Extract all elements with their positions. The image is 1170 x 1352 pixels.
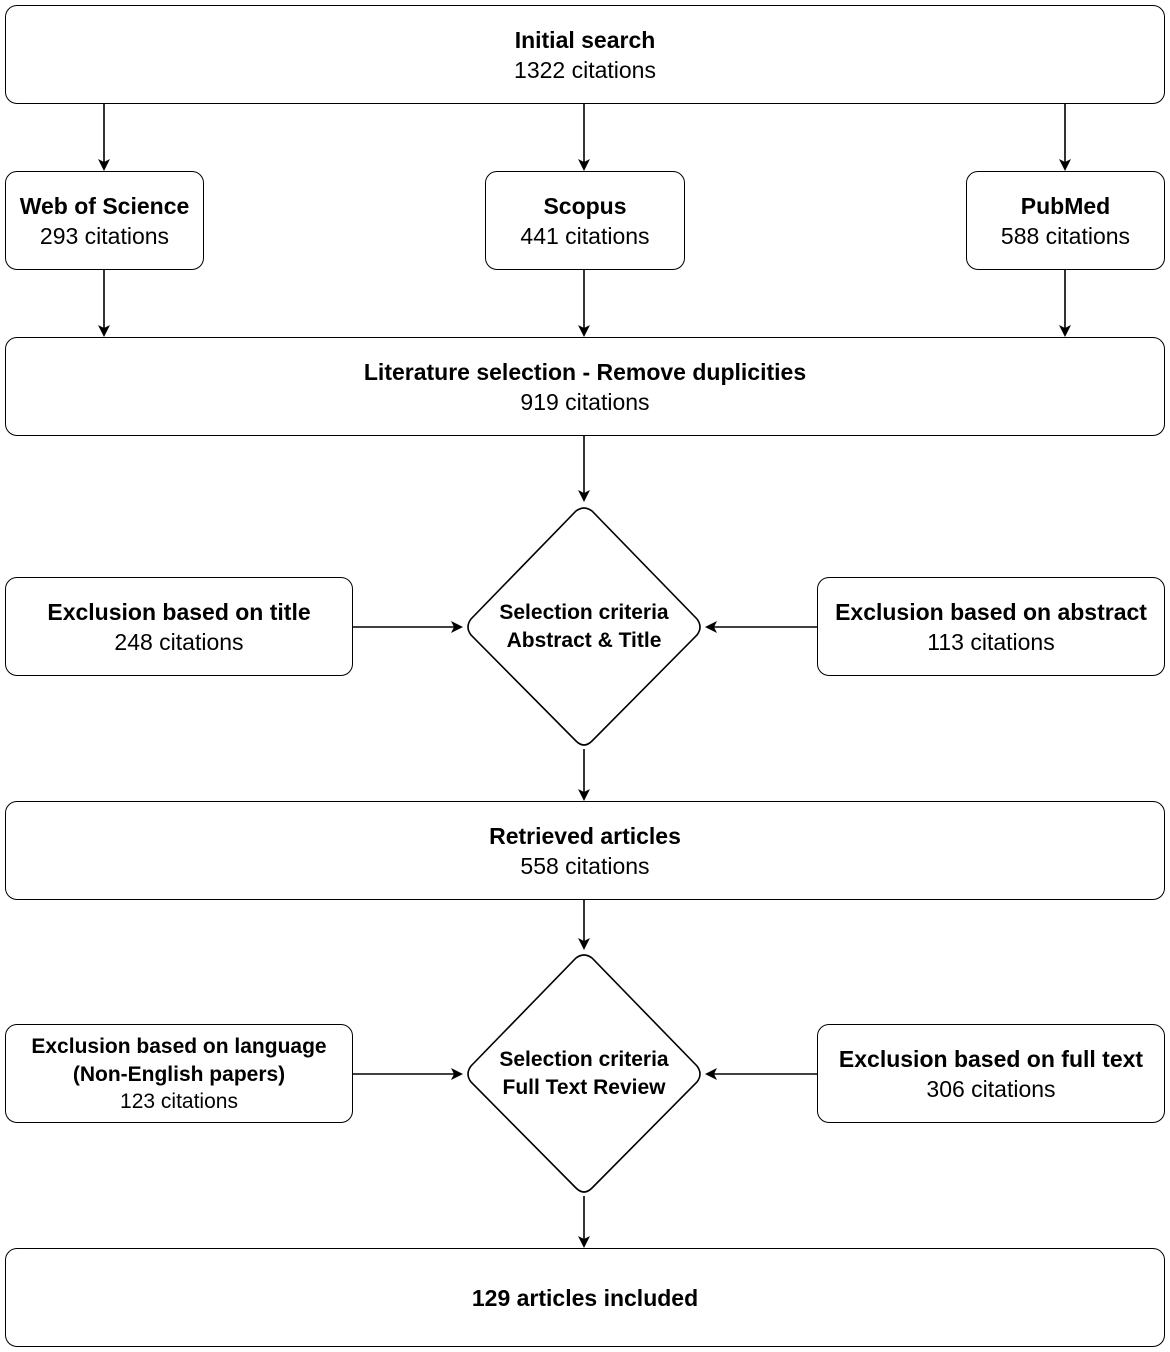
decision-2-line-2: Full Text Review	[502, 1076, 666, 1099]
included-articles-box: 129 articles included	[5, 1248, 1165, 1347]
retrieved-articles-title: Retrieved articles	[489, 822, 681, 849]
initial-search-count: 1322 citations	[514, 56, 656, 83]
source-scopus-box: Scopus 441 citations	[485, 171, 685, 270]
included-articles-title: 129 articles included	[471, 1284, 699, 1311]
source-pubmed-box: PubMed 588 citations	[966, 171, 1165, 270]
initial-search-title: Initial search	[514, 26, 656, 53]
source-scopus-title: Scopus	[543, 192, 627, 219]
decision-2-line-1: Selection criteria	[499, 1048, 669, 1071]
source-web-of-science-count: 293 citations	[39, 222, 170, 249]
decision-1-line-1: Selection criteria	[499, 601, 669, 624]
decision-1-label: Selection criteria Abstract & Title	[474, 587, 694, 667]
exclusion-language-subtitle: (Non-English papers)	[72, 1062, 286, 1086]
exclusion-language-count: 123 citations	[120, 1089, 238, 1113]
decision-1-line-2: Abstract & Title	[506, 629, 662, 652]
source-web-of-science-box: Web of Science 293 citations	[5, 171, 204, 270]
initial-search-box: Initial search 1322 citations	[5, 5, 1165, 104]
literature-selection-title: Literature selection - Remove duplicitie…	[363, 358, 807, 385]
exclusion-full-text-box: Exclusion based on full text 306 citatio…	[817, 1024, 1165, 1123]
exclusion-language-box: Exclusion based on language (Non-English…	[5, 1024, 353, 1123]
exclusion-language-title: Exclusion based on language	[31, 1034, 327, 1058]
retrieved-articles-count: 558 citations	[520, 852, 650, 879]
source-scopus-count: 441 citations	[520, 222, 650, 249]
exclusion-abstract-box: Exclusion based on abstract 113 citation…	[817, 577, 1165, 676]
exclusion-title-box: Exclusion based on title 248 citations	[5, 577, 353, 676]
literature-selection-count: 919 citations	[520, 388, 650, 415]
decision-diamond-1	[467, 507, 701, 746]
source-pubmed-count: 588 citations	[1000, 222, 1131, 249]
decision-diamond-2	[467, 954, 701, 1193]
exclusion-abstract-title: Exclusion based on abstract	[835, 598, 1147, 625]
source-web-of-science-title: Web of Science	[19, 192, 190, 219]
source-pubmed-title: PubMed	[1020, 192, 1111, 219]
exclusion-full-text-title: Exclusion based on full text	[838, 1045, 1144, 1072]
decision-2-label: Selection criteria Full Text Review	[474, 1034, 694, 1114]
exclusion-full-text-count: 306 citations	[926, 1075, 1056, 1102]
exclusion-title-title: Exclusion based on title	[47, 598, 311, 625]
exclusion-title-count: 248 citations	[114, 628, 244, 655]
retrieved-articles-box: Retrieved articles 558 citations	[5, 801, 1165, 900]
exclusion-abstract-count: 113 citations	[927, 628, 1055, 655]
literature-selection-box: Literature selection - Remove duplicitie…	[5, 337, 1165, 436]
